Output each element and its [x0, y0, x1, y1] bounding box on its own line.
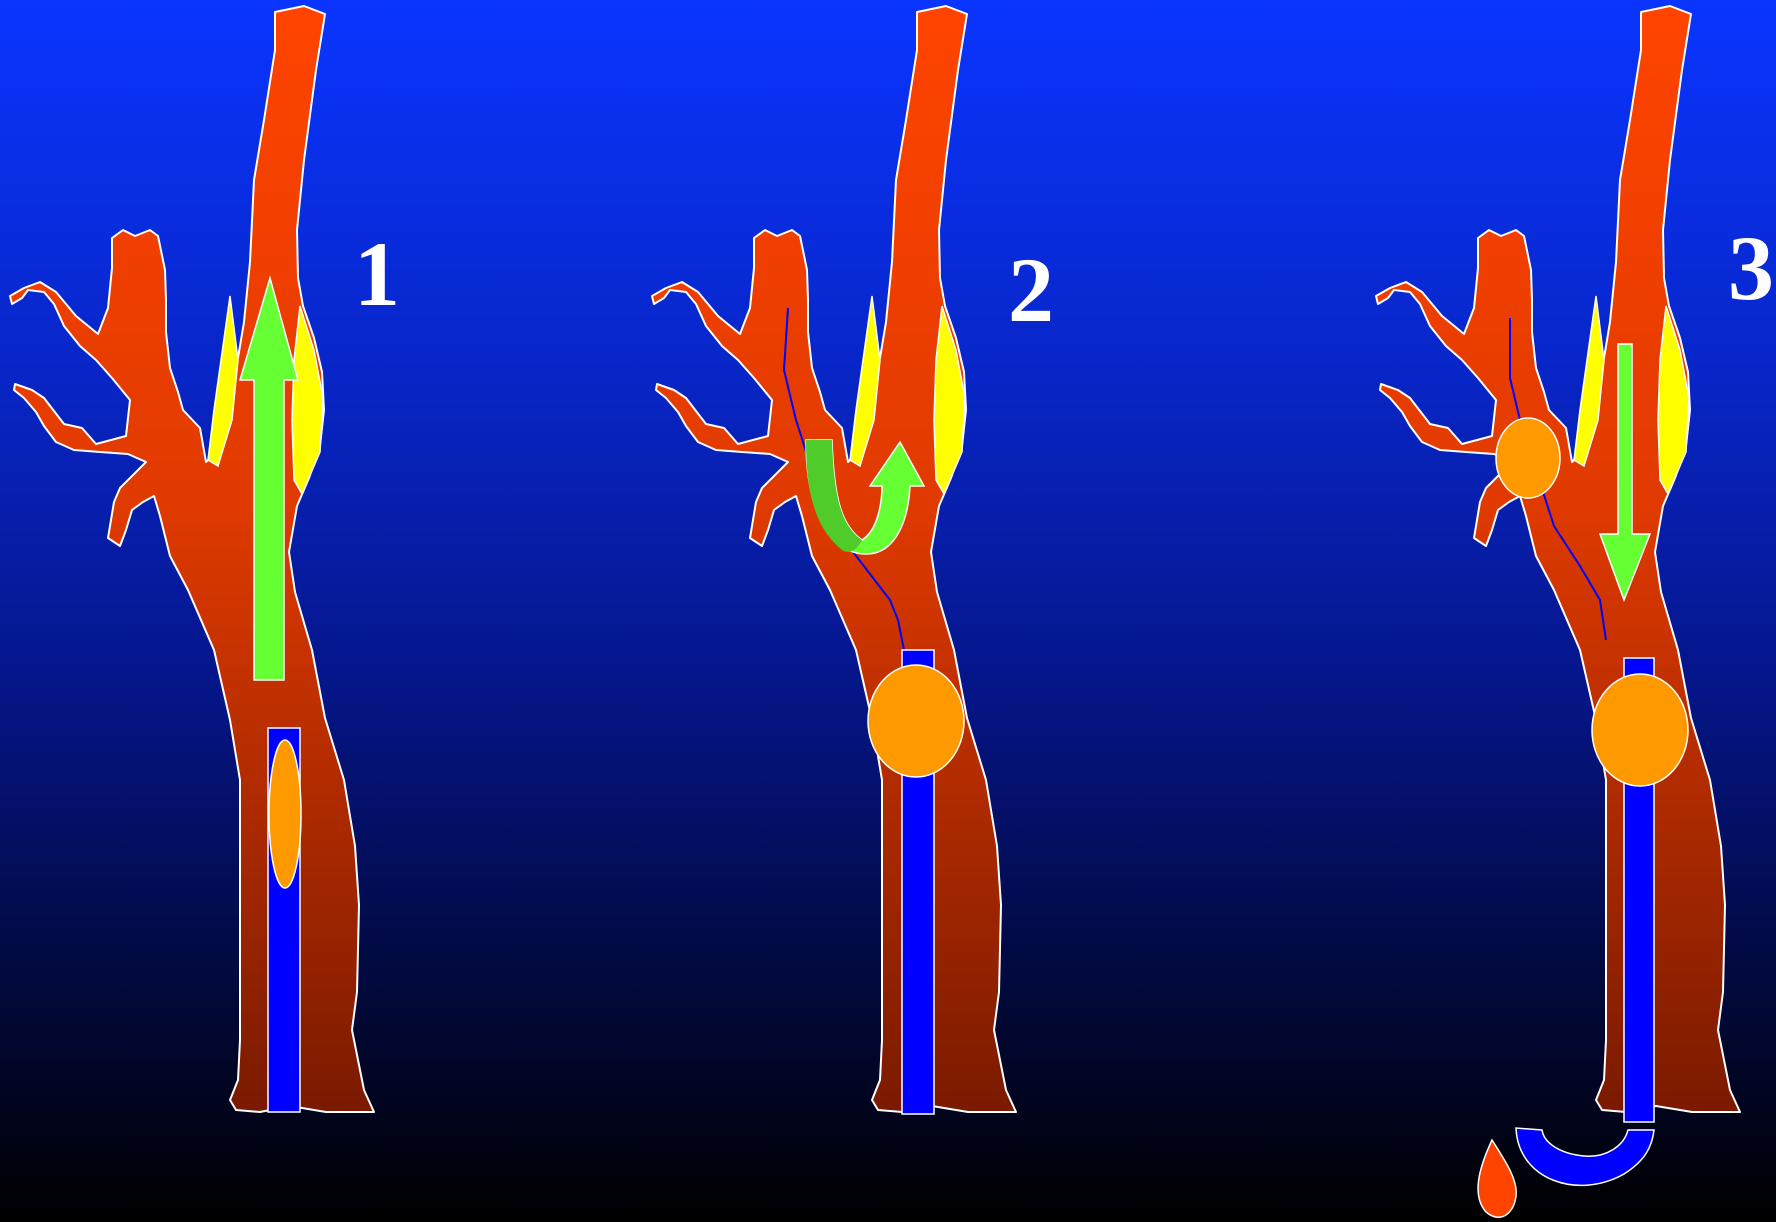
step-number-3: 3	[1728, 222, 1774, 314]
panel-1	[10, 6, 374, 1112]
artery-1	[10, 6, 374, 1112]
balloon-inflated-3	[1592, 674, 1688, 786]
artery-3	[1376, 6, 1740, 1112]
panel-3	[1376, 6, 1740, 1217]
step-number-1: 1	[354, 228, 400, 320]
balloon-inflated-2	[868, 665, 964, 777]
step-number-2: 2	[1008, 244, 1054, 336]
filter-return-loop-3	[1516, 1128, 1654, 1185]
artery-2	[652, 6, 1016, 1112]
balloon-external-carotid-3	[1496, 418, 1560, 498]
balloon-deflated-1	[269, 740, 301, 888]
blood-drop-3	[1478, 1140, 1516, 1217]
panel-2	[652, 6, 1016, 1114]
